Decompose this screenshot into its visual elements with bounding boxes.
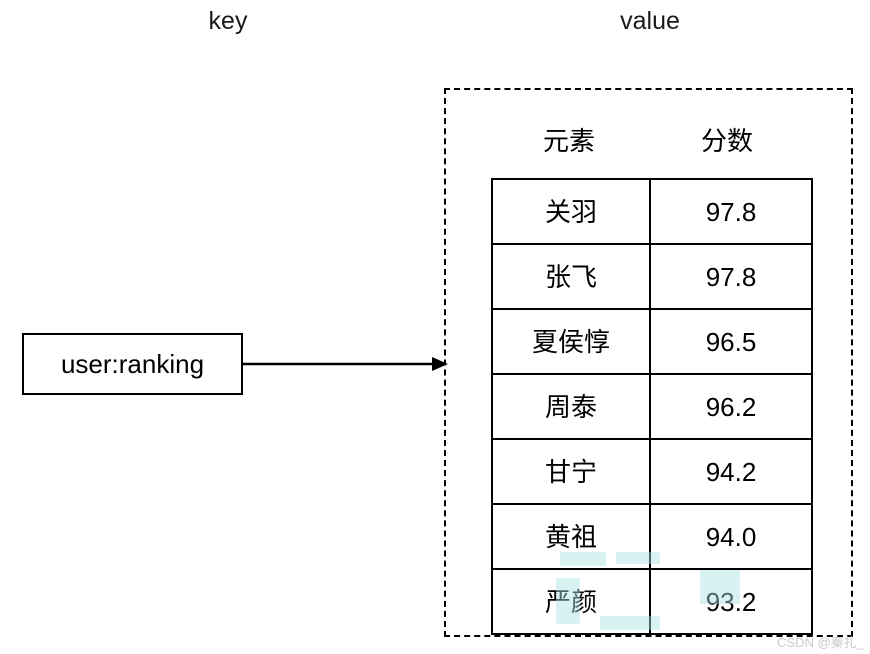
table-row: 关羽 97.8 bbox=[491, 178, 813, 245]
cell-score: 94.2 bbox=[649, 438, 813, 505]
table-header-element: 元素 bbox=[542, 126, 595, 156]
cell-element: 张飞 bbox=[491, 243, 651, 310]
table-row: 甘宁 94.2 bbox=[491, 438, 813, 505]
cell-element: 甘宁 bbox=[491, 438, 651, 505]
value-column-caption: value bbox=[620, 7, 680, 35]
cell-score: 97.8 bbox=[649, 178, 813, 245]
cell-element: 夏侯惇 bbox=[491, 308, 651, 375]
key-to-value-arrow bbox=[243, 357, 448, 371]
table-header-score: 分数 bbox=[700, 126, 753, 156]
csdn-watermark: CSDN @秦扎_ bbox=[777, 635, 864, 650]
value-container bbox=[444, 88, 853, 637]
table-row: 夏侯惇 96.5 bbox=[491, 308, 813, 375]
cell-score: 94.0 bbox=[649, 503, 813, 570]
cell-element: 黄祖 bbox=[491, 503, 651, 570]
cell-score: 96.5 bbox=[649, 308, 813, 375]
cell-score: 97.8 bbox=[649, 243, 813, 310]
key-box-label: user:ranking bbox=[60, 349, 205, 379]
key-column-caption: key bbox=[208, 7, 248, 35]
table-row: 周泰 96.2 bbox=[491, 373, 813, 440]
cell-element: 严颜 bbox=[491, 568, 651, 635]
cell-score: 93.2 bbox=[649, 568, 813, 635]
cell-score: 96.2 bbox=[649, 373, 813, 440]
table-row: 张飞 97.8 bbox=[491, 243, 813, 310]
key-box: user:ranking bbox=[22, 333, 243, 395]
table-row: 黄祖 94.0 bbox=[491, 503, 813, 570]
score-table-body: 关羽 97.8 张飞 97.8 夏侯惇 96.5 周泰 96.2 甘宁 94.2… bbox=[491, 178, 813, 635]
score-table: 关羽 97.8 张飞 97.8 夏侯惇 96.5 周泰 96.2 甘宁 94.2… bbox=[491, 178, 813, 635]
table-row: 严颜 93.2 bbox=[491, 568, 813, 635]
cell-element: 周泰 bbox=[491, 373, 651, 440]
cell-element: 关羽 bbox=[491, 178, 651, 245]
